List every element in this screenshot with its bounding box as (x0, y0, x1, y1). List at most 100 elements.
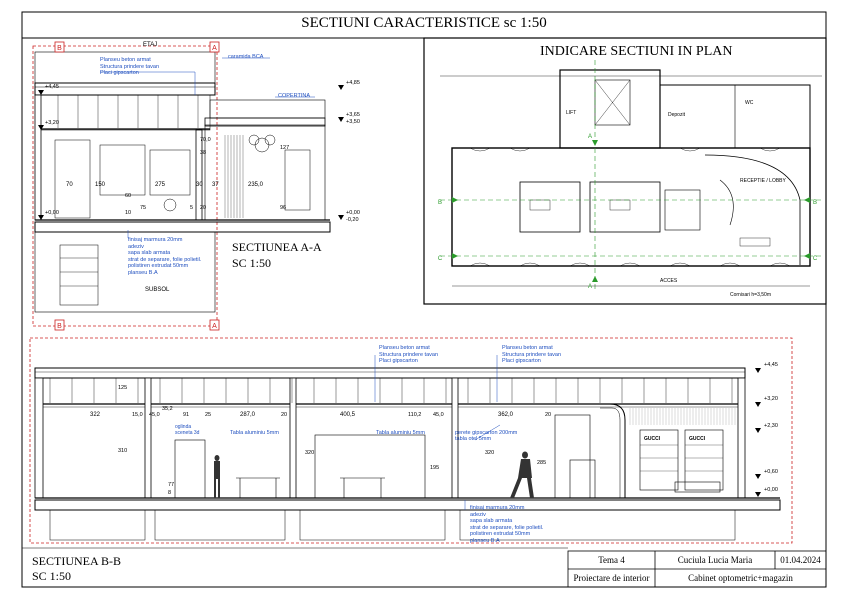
dim-label: 322 (90, 412, 101, 418)
note-line: strat de separare, folie polietil. (128, 256, 202, 263)
dim-label: 75 (140, 205, 147, 211)
section-bb-hangers (49, 378, 733, 403)
section-aa-leaders (100, 57, 315, 238)
section-bb-shelves (640, 444, 723, 472)
note-line: finisaj marmura 20mm (470, 505, 525, 511)
dim-label: 70,0 (200, 137, 211, 143)
section-bb-curved-portal (595, 403, 626, 498)
annotation: perete gipscarton 200mm (455, 430, 518, 436)
section-bb-level-markers (755, 368, 761, 497)
note-line: Planseu beton armat (379, 345, 430, 351)
plan-title: INDICARE SECTIUNI IN PLAN (540, 44, 733, 59)
plan-note: Cornisari h=3,50m (730, 292, 771, 298)
title-block-project: Cabinet optometric+magazin (688, 573, 793, 583)
dim-label: 96 (280, 205, 287, 211)
dim-label: 25 (205, 412, 212, 418)
section-aa-hangers (57, 95, 199, 128)
section-aa-parapet (209, 99, 326, 119)
dim-label: 320 (305, 450, 315, 456)
note-line: planseu B.A (128, 269, 158, 276)
level-label: -0,20 (346, 217, 359, 223)
section-aa-scale: SC 1:50 (232, 256, 272, 270)
section-marker-letter: B (57, 45, 62, 52)
dim-label: 20 (281, 412, 288, 418)
section-bb-title: SECTIUNEA B-B (32, 554, 122, 568)
section-bb-ceiling-notes-1: Planseu beton armat Structura prindere t… (379, 345, 438, 365)
note-line: Structura prindere tavan (379, 351, 439, 358)
section-marker-box (209, 41, 220, 53)
note-line: sapa slab armata (470, 518, 513, 524)
dim-label: 195 (430, 465, 440, 471)
dim-label: 235,0 (248, 182, 264, 188)
plan-room-label: ACCES (660, 278, 678, 284)
title-block-author: Cuciula Lucia Maria (677, 555, 753, 565)
level-label: +4,45 (45, 84, 59, 90)
section-bb-ceiling-notes-2: Planseu beton armat Structura prindere t… (502, 345, 561, 365)
level-label: +3,20 (764, 396, 778, 402)
dim-label: 10 (125, 210, 132, 216)
dim-label: 35,2 (162, 406, 173, 412)
section-bb-columns (34, 377, 746, 499)
dim-label: 45,0 (149, 412, 160, 418)
plan-marker-letter: A (588, 284, 592, 290)
section-aa-cut-boundary (32, 45, 218, 327)
plan-frame (423, 37, 827, 305)
plan-section-arrows (452, 140, 810, 282)
section-marker-box (54, 319, 65, 331)
section-aa-top-slab (34, 82, 216, 96)
plan-room-label: RECEPTIE / LOBBY (740, 178, 786, 184)
sheet-title: SECTIUNI CARACTERISTICE sc 1:50 (301, 15, 547, 31)
title-block-subject: Proiectare de interior (573, 573, 650, 583)
brand-sign: GUCCI (689, 436, 706, 442)
section-aa-floor-below: SUBSOL (145, 287, 170, 293)
section-bb-floor-slab (34, 499, 781, 511)
note-line: Placi gipscarton (100, 70, 139, 76)
section-bb-scale: SC 1:50 (32, 569, 72, 583)
title-block-date: 01.04.2024 (780, 555, 821, 565)
title-block-grid (22, 547, 827, 588)
dim-label: 5 (190, 205, 194, 211)
annotation: Tabla aluminiu 5mm (376, 430, 425, 436)
section-aa-left-wall (34, 94, 42, 221)
section-aa-floor-above: ETAJ (143, 42, 158, 48)
plan-core (559, 69, 661, 149)
section-marker-letter: A (212, 45, 217, 52)
plan-marker-letter: C (813, 256, 818, 262)
level-label: +0,00 (346, 210, 360, 216)
dim-label: 310 (118, 448, 128, 454)
note-line: polistiren extrudat 50mm (470, 531, 531, 537)
section-bb-floor-notes: finisaj marmura 20mm adeziv sapa slab ar… (470, 505, 543, 544)
dim-label: 400,5 (340, 412, 356, 418)
plan-marker-letter: A (588, 134, 592, 140)
annotation: Tabla aluminiu 5mm (230, 430, 279, 436)
dim-label: 20 (545, 412, 552, 418)
plan-drawing (423, 37, 827, 305)
dim-label: 45,0 (433, 412, 444, 418)
section-aa-upper-floor (34, 51, 216, 84)
dim-label: 8 (168, 490, 172, 496)
title-block-tema: Tema 4 (598, 555, 625, 565)
level-label: +3,20 (45, 120, 59, 126)
section-bb-top-slab (34, 367, 746, 379)
level-label: +4,85 (346, 80, 360, 86)
section-marker-letter: A (212, 323, 217, 330)
dim-label: 287,0 (240, 412, 256, 418)
section-aa-drawing (32, 45, 344, 327)
dim-label: 285 (537, 460, 547, 466)
level-label: +0,00 (764, 487, 778, 493)
section-marker-box (209, 319, 220, 331)
note-line: Structura prindere tavan (100, 63, 160, 70)
section-bb-leaders (374, 355, 501, 510)
section-aa-level-markers (38, 85, 344, 220)
section-aa-ceiling-notes: Planseu beton armat Structura prindere t… (100, 57, 159, 77)
section-aa-basement (34, 231, 216, 313)
note-line: planseu B.A (470, 537, 500, 544)
plan-room-label: Depozit (668, 112, 685, 118)
brand-sign: GUCCI (644, 436, 661, 442)
level-label: +0,60 (764, 469, 778, 475)
note-line: strat de separare, folie polietil. (470, 524, 544, 531)
dim-label: 362,0 (498, 412, 514, 418)
